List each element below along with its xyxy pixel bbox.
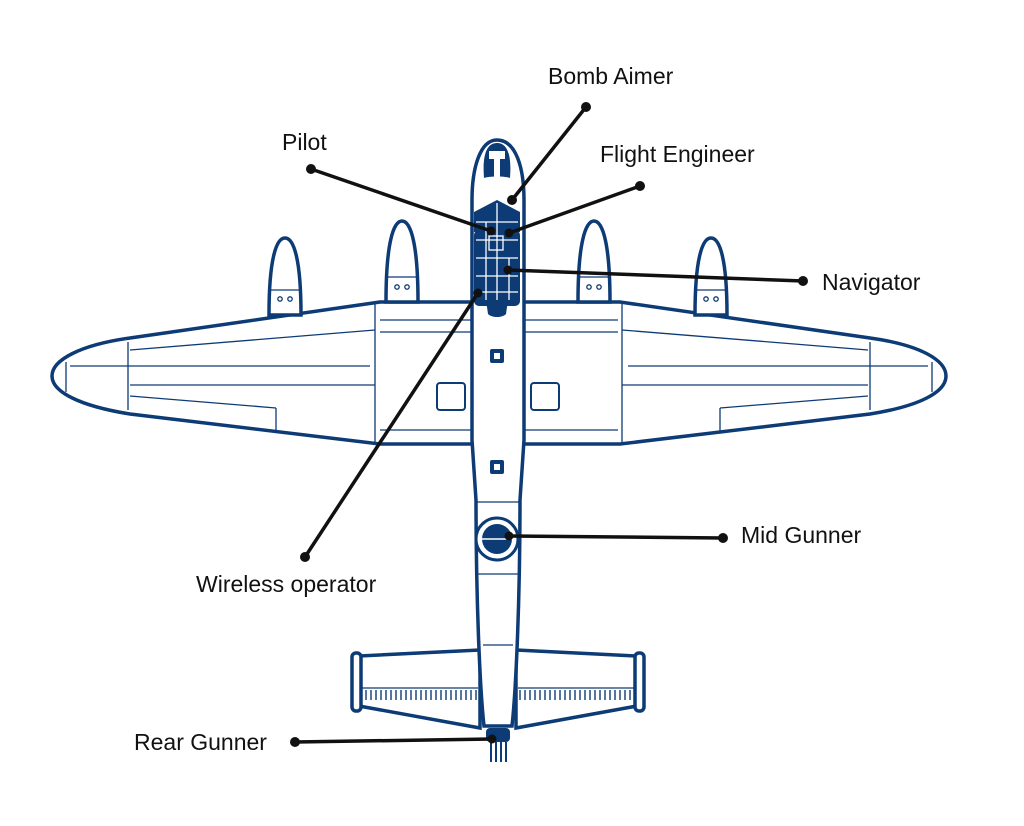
leader-line-flight-engineer [507, 184, 642, 235]
callout-navigator: Navigator [503, 265, 921, 295]
leader-line-wireless-operator [303, 291, 480, 559]
label-mid-gunner: Mid Gunner [741, 522, 862, 548]
leader-dot-mid-gunner [718, 533, 728, 543]
label-rear-gunner: Rear Gunner [134, 729, 267, 755]
callout-pilot: Pilot [282, 129, 496, 236]
leader-line-mid-gunner [507, 534, 725, 540]
leader-end-mid-gunner [504, 531, 514, 541]
label-pilot: Pilot [282, 129, 327, 155]
leader-dot-flight-engineer [635, 181, 645, 191]
leader-line-navigator [506, 268, 805, 283]
cockpit-crew-area [474, 143, 520, 317]
wing-panel-lines [65, 304, 933, 442]
label-wireless-operator: Wireless operator [196, 571, 377, 597]
label-flight-engineer: Flight Engineer [600, 141, 755, 167]
mid-upper-turret [474, 516, 520, 562]
rear-turret [486, 728, 510, 762]
leader-dot-rear-gunner [290, 737, 300, 747]
aircraft [50, 138, 948, 762]
leader-line-rear-gunner [293, 737, 494, 744]
leader-dot-bomb-aimer [581, 102, 591, 112]
leader-end-bomb-aimer [507, 195, 517, 205]
callout-bomb-aimer: Bomb Aimer [507, 63, 674, 205]
callout-rear-gunner: Rear Gunner [134, 729, 497, 755]
elevator-hatching-left [365, 690, 477, 700]
leader-end-wireless-operator [473, 288, 483, 298]
label-navigator: Navigator [822, 269, 921, 295]
label-bomb-aimer: Bomb Aimer [548, 63, 674, 89]
elevator-hatching-right [519, 690, 631, 700]
leader-dot-navigator [798, 276, 808, 286]
fuselage-hatches [490, 349, 504, 474]
leader-dot-wireless-operator [300, 552, 310, 562]
leader-dot-pilot [306, 164, 316, 174]
leader-end-flight-engineer [504, 228, 514, 238]
leader-line-bomb-aimer [510, 105, 588, 202]
callout-mid-gunner: Mid Gunner [504, 522, 862, 548]
tailplane [350, 648, 646, 731]
callout-flight-engineer: Flight Engineer [504, 141, 755, 238]
cockpit-panel-lines [476, 203, 518, 300]
leader-end-pilot [486, 226, 496, 236]
leader-end-rear-gunner [487, 734, 497, 744]
callout-wireless-operator: Wireless operator [196, 288, 483, 597]
leader-end-navigator [503, 265, 513, 275]
leader-line-pilot [309, 167, 493, 233]
